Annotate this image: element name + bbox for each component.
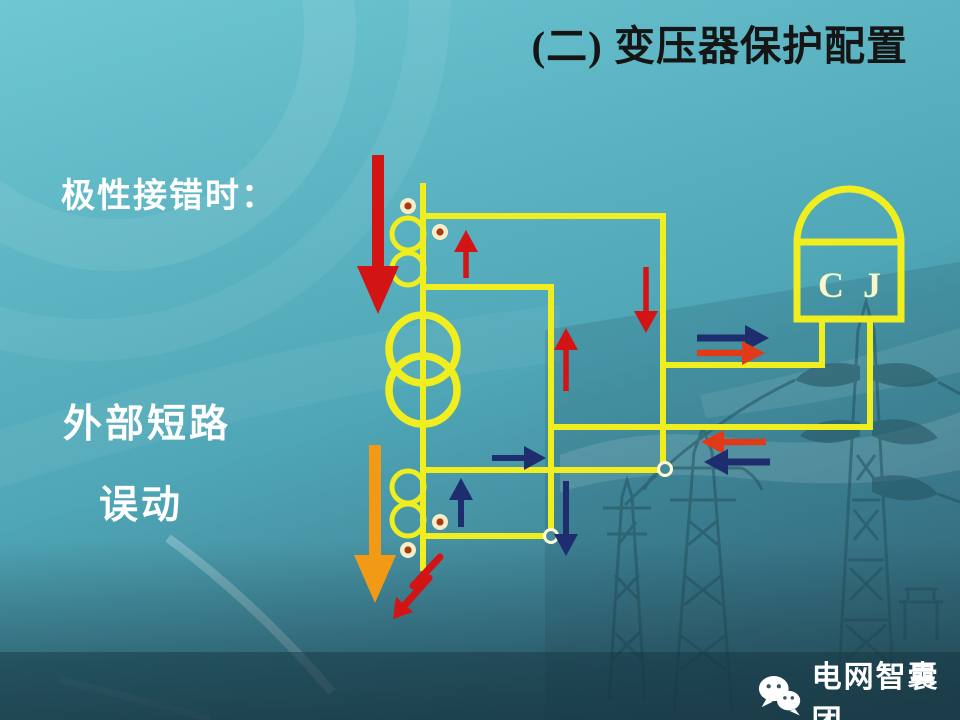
arrow-navy-up-ct2 <box>449 478 473 527</box>
polarity-dot <box>432 514 448 530</box>
short-circuit-lightning-icon <box>393 553 444 619</box>
arrow-navy-right-ct2 <box>492 446 546 470</box>
arrow-red-up-ct1 <box>454 230 478 278</box>
bottom-fade <box>0 540 960 720</box>
relay-box <box>793 238 905 323</box>
arrow-navy-right-to-relay <box>697 325 769 351</box>
ct1-top-lead <box>423 213 666 469</box>
ct1-bottom-lead <box>423 284 554 536</box>
polarity-dot <box>432 224 448 240</box>
slide-title: (二) 变压器保护配置 <box>531 23 908 69</box>
watermark: 电网智囊团 <box>758 652 960 720</box>
watermark-text: 电网智囊团 <box>811 661 940 720</box>
label-polarity-note: 极性接错时： <box>61 177 277 215</box>
terminal-node-right <box>657 461 673 477</box>
arrow-red-left-return <box>701 430 766 454</box>
polarity-dot <box>400 542 416 558</box>
wechat-icon <box>758 676 801 716</box>
relay-label: C J <box>818 265 886 305</box>
circuit-wiring <box>420 183 873 571</box>
ct-top-winding <box>389 215 427 288</box>
arrow-navy-down-mid-branch <box>554 481 578 556</box>
relay-cj: C J <box>793 185 905 323</box>
arrow-big-orange-down <box>354 445 396 603</box>
label-misoperation: 误动 <box>99 484 184 527</box>
arrow-red-up-mid-branch <box>554 328 578 391</box>
footer-band <box>0 652 960 720</box>
polarity-marks <box>400 198 448 558</box>
arrow-big-red-down <box>357 155 399 314</box>
polarity-dot <box>400 198 416 214</box>
arrow-navy-left-return <box>704 449 770 475</box>
relay-right-lead <box>551 320 873 430</box>
arrow-red-right-to-relay <box>697 341 765 365</box>
label-external-short-circuit: 外部短路 <box>63 403 232 446</box>
transformer-symbol <box>385 311 461 428</box>
relay-dome <box>793 185 905 243</box>
relay-left-lead <box>663 320 825 368</box>
arrow-red-down-right-branch <box>634 267 658 333</box>
ct-bottom-winding <box>389 468 427 539</box>
